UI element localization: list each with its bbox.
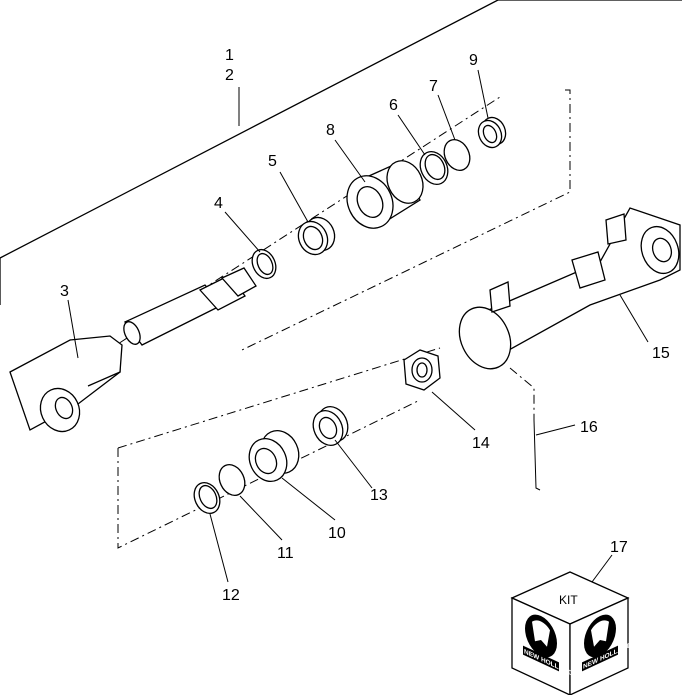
callout-6: 6 [389,97,398,114]
kit-label: KIT [559,593,578,607]
callout-12: 12 [222,587,240,604]
callout-15: 15 [652,345,670,362]
callout-13: 13 [370,487,388,504]
callout-17: 17 [610,539,628,556]
callout-16: 16 [580,419,598,436]
seal-ring-6 [419,150,449,186]
backup-ring-7 [443,138,471,172]
callout-2: 2 [225,67,234,84]
kit-box: KIT NEW HOLLAND NEW HOLLAND [510,571,632,695]
assembly-bracket [0,0,682,305]
cylinder-barrel [458,207,681,370]
callout-10: 10 [328,525,346,542]
callout-labels: 1 2 3 4 5 6 7 8 9 10 11 12 13 14 15 16 1… [60,47,670,604]
wear-ring-13 [312,405,349,447]
piston-rod [9,267,257,433]
backup-ring-11 [218,463,246,497]
callout-8: 8 [326,122,335,139]
seal-ring-4 [251,248,277,280]
callout-3: 3 [60,283,69,300]
callout-4: 4 [214,195,223,212]
callout-11: 11 [277,545,294,562]
hex-nut-14 [403,349,441,391]
callout-5: 5 [268,153,277,170]
gland-8 [346,160,424,229]
kit-boundary-lines [55,89,571,549]
retaining-pin [533,419,541,491]
leader-lines [67,69,649,583]
callout-7: 7 [429,78,438,95]
callout-1: 1 [225,47,234,64]
callout-9: 9 [469,52,478,69]
callout-14: 14 [472,435,490,452]
wiper-9 [477,116,507,149]
piston-seal-5 [297,216,336,256]
piston-10 [248,430,300,482]
o-ring-12 [193,481,221,515]
